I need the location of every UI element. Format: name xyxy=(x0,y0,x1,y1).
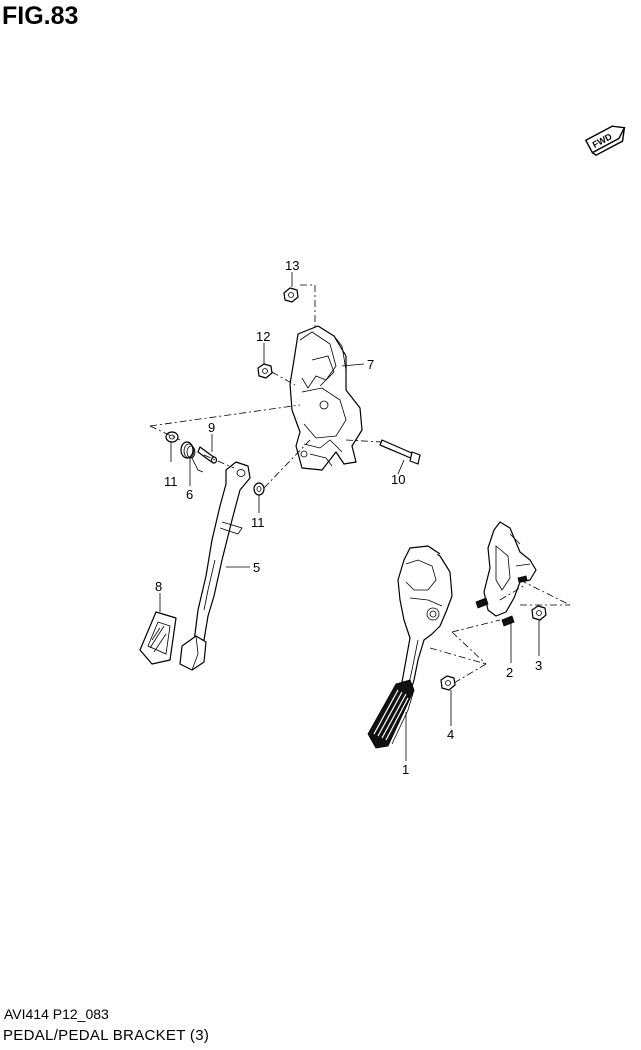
spring-6-part xyxy=(180,441,204,473)
nut-13-part xyxy=(283,287,299,303)
leader-lines xyxy=(159,272,540,761)
accelerator-pedal-part xyxy=(367,545,453,749)
callout-1: 1 xyxy=(402,762,409,777)
brake-pedal-arm-part xyxy=(179,461,251,671)
callout-3: 3 xyxy=(535,658,542,673)
callout-13: 13 xyxy=(285,258,299,273)
callout-10: 10 xyxy=(391,472,405,487)
figure-name: PEDAL/PEDAL BRACKET (3) xyxy=(3,1027,210,1044)
accelerator-bracket-part xyxy=(475,521,537,627)
bolt-10-part xyxy=(379,439,421,465)
callout-7: 7 xyxy=(367,357,374,372)
fwd-arrow-icon: FWD xyxy=(584,125,626,157)
nut-4-part xyxy=(440,675,456,691)
bushing-11-right-part xyxy=(253,482,265,496)
assembly-lines xyxy=(149,284,571,684)
pedal-pad-8-part xyxy=(139,611,177,665)
callout-6: 6 xyxy=(186,487,193,502)
shaft-9-part xyxy=(197,446,218,464)
bushing-11-left-part xyxy=(165,431,179,443)
callout-4: 4 xyxy=(447,727,454,742)
pedal-bracket-part xyxy=(289,325,363,471)
callout-2: 2 xyxy=(506,665,513,680)
figure-title: FIG.83 xyxy=(2,2,79,30)
callout-9: 9 xyxy=(208,420,215,435)
callout-11-left: 11 xyxy=(164,474,178,489)
callout-8: 8 xyxy=(155,579,162,594)
nut-3-part xyxy=(531,605,547,621)
callout-11-right: 11 xyxy=(251,515,265,530)
callout-12: 12 xyxy=(256,329,270,344)
nut-12-part xyxy=(257,363,273,379)
callout-5: 5 xyxy=(253,560,260,575)
figure-code: AVI414 P12_083 xyxy=(4,1006,109,1022)
